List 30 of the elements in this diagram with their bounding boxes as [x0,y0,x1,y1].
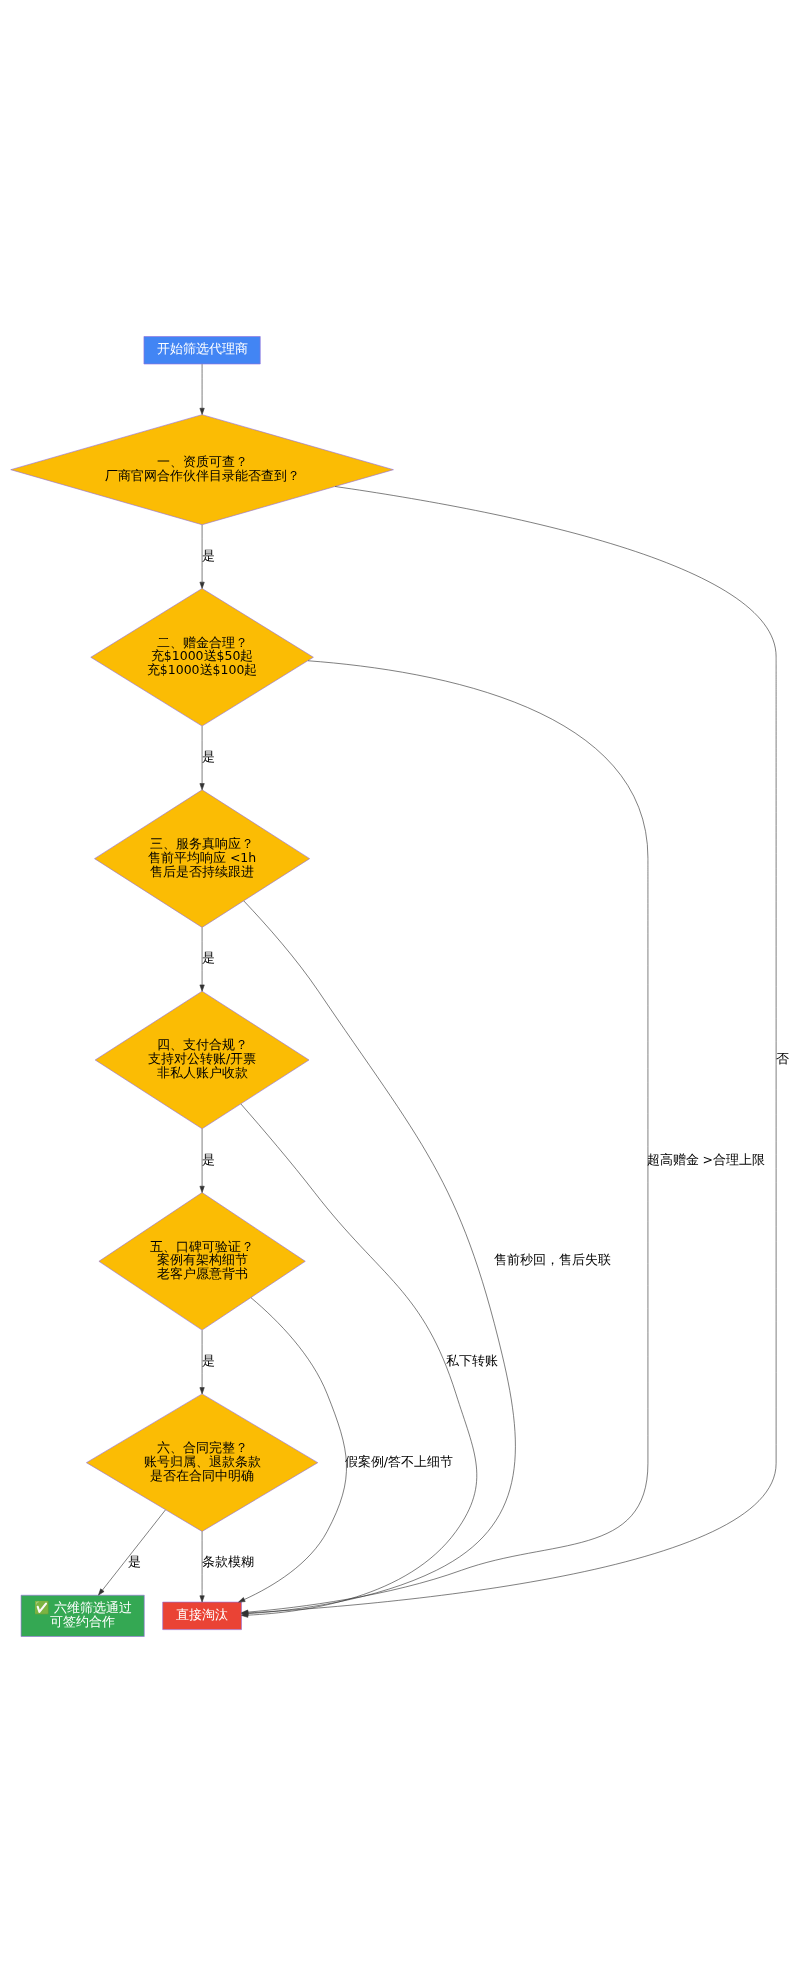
edge-label: 是 [202,950,216,966]
node-diamond: 六、合同完整？ 账号归属、退款条款 是否在合同中明确 [86,1393,319,1532]
arrow [98,1509,166,1596]
arrow [199,1128,205,1193]
arrow [199,1329,205,1395]
arrow [199,524,205,589]
edge-label: 假案例/答不上细节 [344,1453,453,1469]
edge-label: 是 [202,1353,216,1369]
arrow [199,363,205,415]
arrow [238,1297,347,1603]
edge-label: 是 [127,1554,141,1570]
edge-label: 条款模糊 [201,1554,254,1570]
node-box: 开始筛选代理商 [143,336,261,365]
arrow [199,725,205,791]
edge-label: 超高赠金 >合理上限 [646,1151,765,1167]
arrow [199,1531,205,1603]
node-diamond: 四、支付合规？ 支持对公转账/开票 非私人账户收款 [94,990,310,1130]
node-diamond: 一、资质可查？ 厂商官网合作伙伴目录能否查到？ [10,414,394,526]
node-diamond: 三、服务真响应？ 售前平均响应 <1h 售后是否持续跟进 [94,789,310,928]
edge-label: 是 [202,1151,216,1167]
edge-label: 是 [202,547,216,563]
edge-label: 是 [202,749,216,765]
edge-label: 否 [776,1051,790,1067]
node-box: ✅ 六维筛选通过 可签约合作 [20,1594,145,1637]
node-diamond: 二、赠金合理？ 充$1000送$50起 充$1000送$100起 [90,588,314,727]
node-diamond: 五、口碑可验证？ 案例有架构细节 老客户愿意背书 [98,1192,306,1331]
edge-label: 售前秒回，售后失联 [494,1252,612,1268]
arrow [199,927,205,992]
node-box: 直接淘汰 [162,1601,242,1630]
edge-label: 私下转账 [446,1353,499,1369]
